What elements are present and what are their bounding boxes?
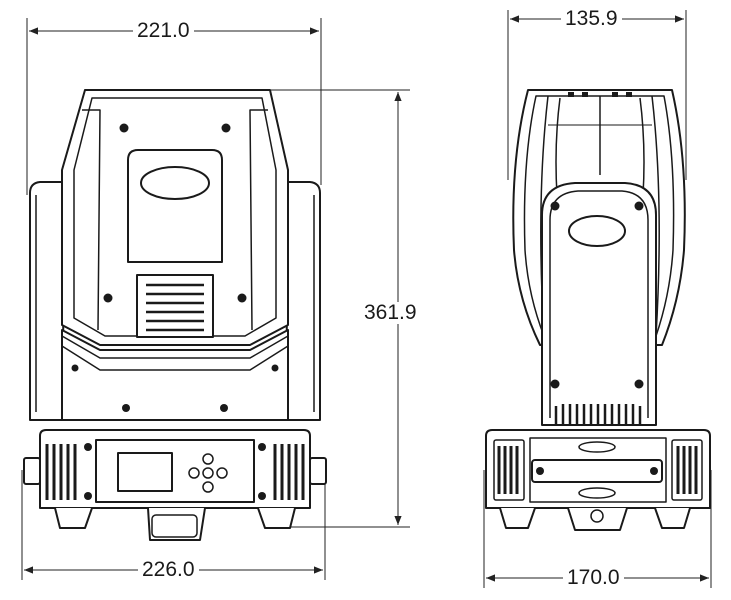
front-head [61, 89, 289, 346]
side-view [485, 89, 711, 531]
front-base [23, 429, 327, 541]
front-lens-oval [140, 166, 210, 200]
side-yoke-arm [541, 182, 657, 426]
front-height-label: 361.9 [360, 302, 421, 324]
front-base-width-label: 226.0 [138, 559, 199, 581]
side-top-width-label: 135.9 [561, 8, 622, 30]
front-yoke-left-arm [29, 181, 65, 421]
control-buttons [188, 453, 228, 493]
front-yoke-right-arm [285, 181, 321, 421]
display-screen [117, 452, 173, 492]
front-yoke-plate [61, 329, 289, 421]
side-handle [531, 459, 663, 483]
front-view [23, 89, 327, 541]
front-top-width-label: 221.0 [133, 20, 194, 42]
side-base [485, 429, 711, 531]
side-base-width-label: 170.0 [563, 567, 624, 589]
side-lens-oval [568, 215, 626, 247]
